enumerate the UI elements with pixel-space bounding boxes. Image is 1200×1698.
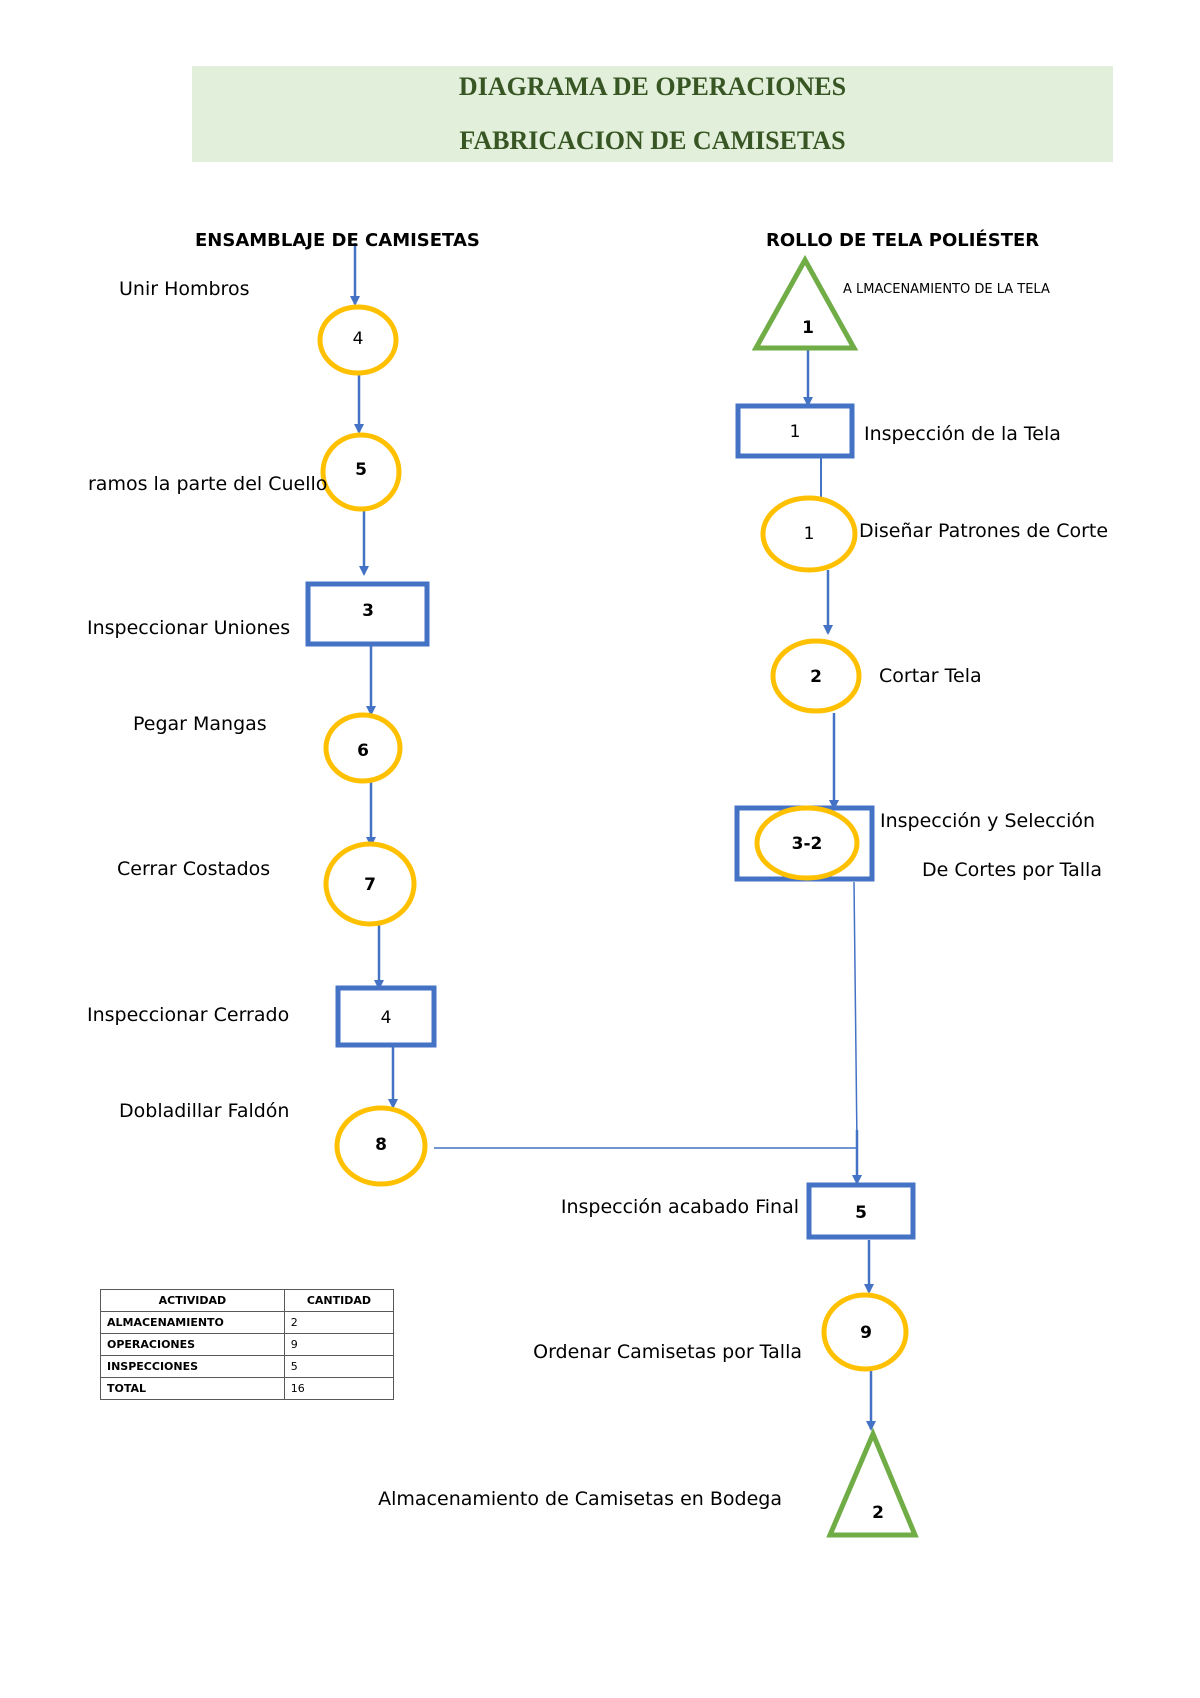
diagram-title: DIAGRAMA DE OPERACIONES bbox=[458, 72, 847, 101]
operation-9-number: 9 bbox=[860, 1323, 872, 1343]
step-label-cerrar-costados: Cerrar Costados bbox=[117, 858, 271, 880]
storage-2-number: 2 bbox=[872, 1503, 884, 1523]
operation-6-number: 6 bbox=[357, 741, 369, 761]
operation-9-circle bbox=[821, 1292, 909, 1372]
step-label-almacenamiento-bodega: Almacenamiento de Camisetas en Bodega bbox=[378, 1488, 782, 1510]
step-label-cuello: ramos la parte del Cuello bbox=[88, 473, 328, 495]
operation-4-circle bbox=[317, 304, 399, 376]
inspection-3-box bbox=[305, 581, 430, 647]
summary-quantity: 16 bbox=[283, 1377, 395, 1400]
step-label-inspeccion-acabado: Inspección acabado Final bbox=[560, 1196, 799, 1218]
operation-1-number: 1 bbox=[803, 524, 815, 544]
summary-row: INSPECCIONES 5 bbox=[100, 1355, 395, 1378]
operation-5-number: 5 bbox=[355, 460, 367, 480]
summary-header-row: ACTIVIDAD CANTIDAD bbox=[100, 1289, 395, 1312]
diagram-subtitle: FABRICACION DE CAMISETAS bbox=[459, 126, 846, 155]
summary-quantity: 2 bbox=[283, 1311, 395, 1334]
inspection-1-box bbox=[735, 403, 855, 459]
storage-1-number: 1 bbox=[802, 318, 814, 338]
step-label-cortes-por-talla: De Cortes por Talla bbox=[922, 859, 1102, 881]
operation-7-circle bbox=[323, 841, 417, 927]
inspection-4-box bbox=[335, 985, 437, 1048]
left-flow-title: ENSAMBLAJE DE CAMISETAS bbox=[195, 230, 480, 251]
step-label-inspeccionar-uniones: Inspeccionar Uniones bbox=[87, 617, 291, 639]
summary-table: ACTIVIDAD CANTIDAD ALMACENAMIENTO 2 OPER… bbox=[100, 1289, 395, 1400]
step-label-almacenamiento-tela: A LMACENAMIENTO DE LA TELA bbox=[843, 282, 1050, 297]
summary-quantity: 9 bbox=[283, 1333, 395, 1356]
operation-5-circle bbox=[320, 432, 402, 512]
combined-3-2-number: 3-2 bbox=[791, 834, 823, 854]
inspection-3-number: 3 bbox=[362, 601, 374, 621]
summary-activity: TOTAL bbox=[100, 1377, 285, 1400]
operation-8-number: 8 bbox=[375, 1135, 387, 1155]
operation-7-number: 7 bbox=[364, 875, 376, 895]
step-label-inspeccion-seleccion: Inspección y Selección bbox=[880, 810, 1096, 832]
operation-8-circle bbox=[334, 1105, 428, 1187]
combined-3-2-circle bbox=[754, 805, 860, 881]
step-label-unir-hombros: Unir Hombros bbox=[119, 278, 250, 300]
summary-activity: ALMACENAMIENTO bbox=[100, 1311, 285, 1334]
summary-header-activity: ACTIVIDAD bbox=[100, 1289, 285, 1312]
inspection-5-box bbox=[806, 1182, 916, 1240]
operation-1-circle bbox=[760, 495, 858, 573]
inspection-5-number: 5 bbox=[855, 1203, 867, 1223]
summary-activity: INSPECCIONES bbox=[100, 1355, 285, 1378]
step-label-disenar-patrones: Diseñar Patrones de Corte bbox=[859, 520, 1109, 542]
summary-row: OPERACIONES 9 bbox=[100, 1333, 395, 1356]
operation-2-circle bbox=[770, 638, 862, 714]
inspection-4-number: 4 bbox=[380, 1008, 392, 1028]
step-label-dobladillar: Dobladillar Faldón bbox=[119, 1100, 290, 1122]
diagram-header: DIAGRAMA DE OPERACIONES FABRICACION DE C… bbox=[192, 66, 1113, 162]
summary-row: ALMACENAMIENTO 2 bbox=[100, 1311, 395, 1334]
summary-quantity: 5 bbox=[283, 1355, 395, 1378]
summary-row: TOTAL 16 bbox=[100, 1377, 395, 1400]
operation-6-circle bbox=[323, 712, 403, 784]
step-label-inspeccionar-cerrado: Inspeccionar Cerrado bbox=[87, 1004, 290, 1026]
storage-2-triangle bbox=[826, 1427, 919, 1538]
operation-4-number: 4 bbox=[352, 329, 364, 349]
right-line-combined-merge bbox=[853, 881, 858, 1146]
summary-header-quantity: CANTIDAD bbox=[283, 1289, 395, 1312]
summary-activity: OPERACIONES bbox=[100, 1333, 285, 1356]
step-label-ordenar-camisetas: Ordenar Camisetas por Talla bbox=[533, 1341, 802, 1363]
inspection-1-number: 1 bbox=[789, 422, 801, 442]
step-label-pegar-mangas: Pegar Mangas bbox=[133, 713, 267, 735]
storage-1-triangle bbox=[751, 254, 859, 351]
step-label-cortar-tela: Cortar Tela bbox=[879, 665, 982, 687]
operation-2-number: 2 bbox=[810, 667, 822, 687]
right-flow-title: ROLLO DE TELA POLIÉSTER bbox=[766, 230, 1040, 251]
step-label-inspeccion-tela: Inspección de la Tela bbox=[864, 423, 1061, 445]
